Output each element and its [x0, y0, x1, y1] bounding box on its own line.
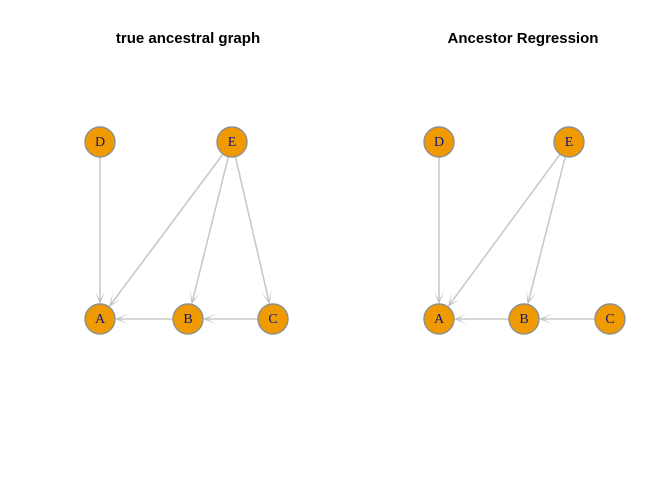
edge-E-to-B	[191, 156, 230, 304]
edge-E-to-A	[448, 153, 561, 307]
arrowhead-C-to-B	[539, 313, 553, 325]
node-C[interactable]: C	[257, 303, 289, 335]
arrowhead-E-to-A	[108, 293, 122, 307]
edge-E-to-A	[109, 153, 224, 307]
node-D[interactable]: D	[423, 126, 455, 158]
edges-group	[94, 153, 272, 325]
arrowhead-D-to-A	[433, 290, 445, 304]
node-B[interactable]: B	[172, 303, 204, 335]
nodes-group: D E A B C	[84, 126, 289, 335]
node-D[interactable]: D	[84, 126, 116, 158]
node-circle-D	[84, 126, 116, 158]
arrowhead-B-to-A	[454, 313, 468, 325]
node-A[interactable]: A	[84, 303, 116, 335]
node-E[interactable]: E	[553, 126, 585, 158]
edge-E-to-B	[527, 156, 567, 304]
arrowhead-C-to-B	[203, 313, 217, 325]
node-circle-A	[423, 303, 455, 335]
arrowhead-E-to-A	[447, 292, 461, 307]
node-E[interactable]: E	[216, 126, 248, 158]
node-C[interactable]: C	[594, 303, 626, 335]
arrowhead-E-to-B	[189, 290, 200, 305]
node-circle-D	[423, 126, 455, 158]
graph-panel-true-ancestral-graph: D E A B C	[84, 126, 289, 335]
edges-group	[433, 153, 595, 325]
panel-title-ancestor-regression: Ancestor Regression	[447, 30, 599, 47]
node-circle-E	[216, 126, 248, 158]
node-circle-C	[594, 303, 626, 335]
node-circle-B	[172, 303, 204, 335]
node-circle-A	[84, 303, 116, 335]
arrowhead-E-to-C	[261, 290, 272, 305]
edge-E-to-C	[234, 156, 271, 304]
arrowhead-E-to-B	[525, 290, 537, 305]
node-B[interactable]: B	[508, 303, 540, 335]
graph-panel-ancestor-regression: D E A B C	[423, 126, 626, 335]
node-circle-C	[257, 303, 289, 335]
node-circle-E	[553, 126, 585, 158]
node-A[interactable]: A	[423, 303, 455, 335]
node-circle-B	[508, 303, 540, 335]
arrowhead-B-to-A	[115, 313, 129, 325]
arrowhead-D-to-A	[94, 290, 106, 304]
nodes-group: D E A B C	[423, 126, 626, 335]
panel-title-true-ancestral-graph: true ancestral graph	[115, 30, 261, 47]
